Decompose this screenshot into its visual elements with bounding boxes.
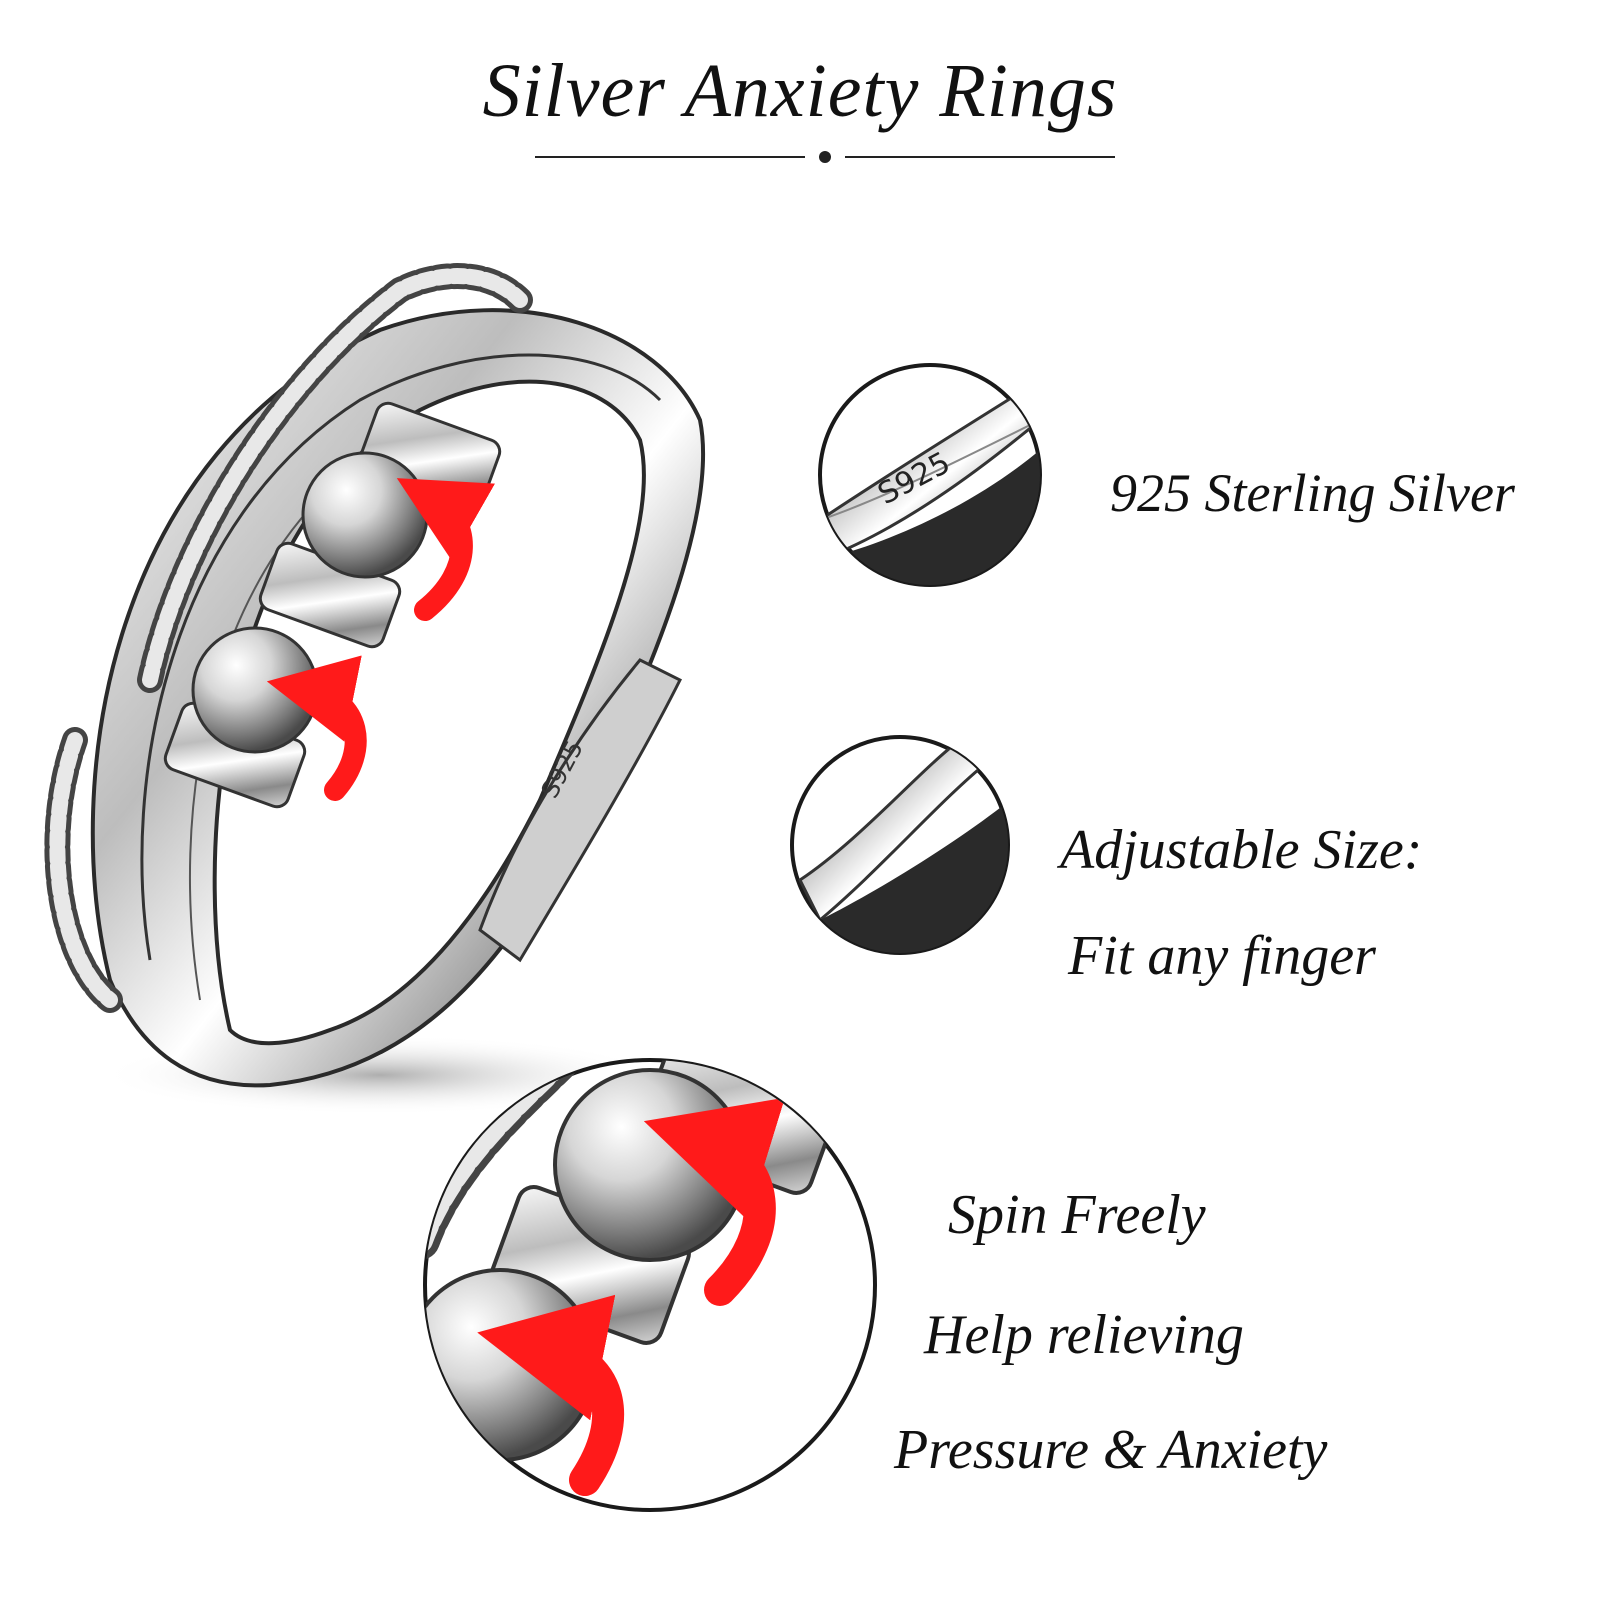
page-title: Silver Anxiety Rings [482,49,1118,133]
feature-spin-title: Spin Freely [948,1184,1206,1246]
feature-size-title: Adjustable Size: [1060,819,1423,881]
title-divider [535,151,1115,163]
detail-adjustable [790,735,1010,955]
detail-engraving: S925 [818,363,1042,587]
feature-material: 925 Sterling Silver [1110,463,1515,523]
ring-image [44,263,706,1088]
feature-spin-desc-2: Pressure & Anxiety [894,1419,1328,1481]
feature-size-desc: Fit any finger [1068,925,1376,987]
spin-arrow-icon [266,655,367,801]
feature-spin-desc-1: Help relieving [924,1304,1244,1366]
spin-arrow-icon [396,478,496,621]
detail-spin [423,1058,877,1512]
